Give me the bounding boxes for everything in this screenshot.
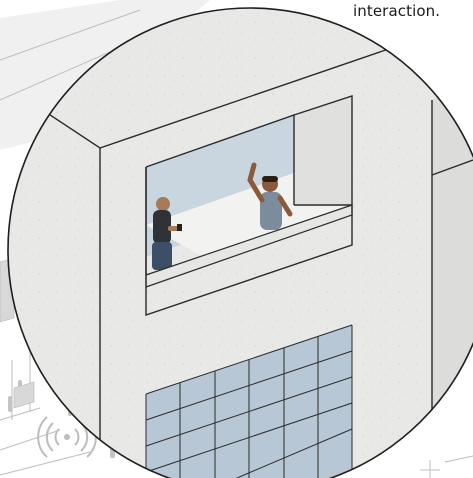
phone-icon xyxy=(177,224,182,231)
background-panel xyxy=(14,382,34,408)
caption-text: interaction. xyxy=(353,2,440,20)
person-head xyxy=(156,197,170,211)
person-hair xyxy=(262,176,278,182)
background-person xyxy=(8,396,12,412)
background-line xyxy=(0,430,60,450)
side-wall xyxy=(432,80,473,478)
background-line xyxy=(0,408,40,420)
background-line xyxy=(445,456,473,462)
person-legs xyxy=(152,242,172,270)
